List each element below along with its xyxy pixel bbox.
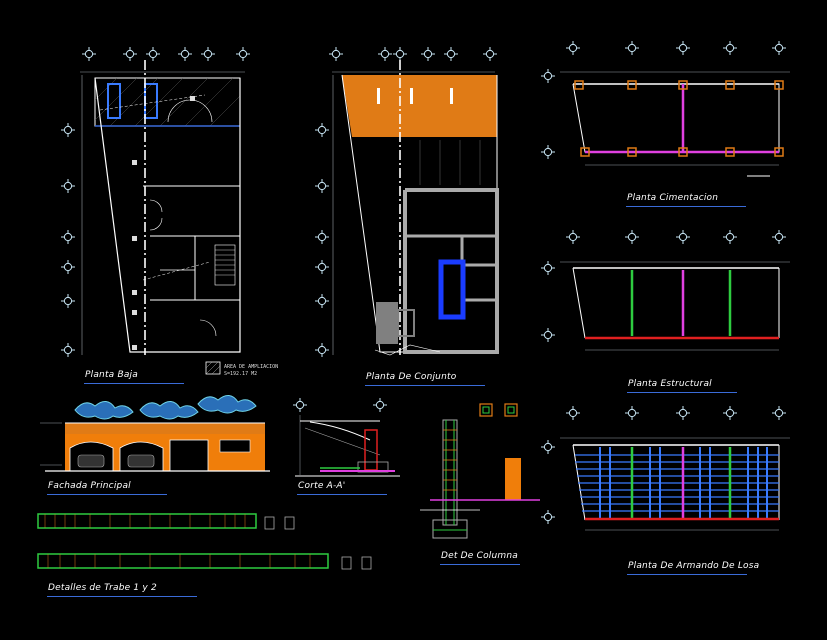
planta-armado-losa-drawing bbox=[540, 405, 790, 531]
blue-block bbox=[438, 259, 466, 320]
fachada-title: Fachada Principal bbox=[48, 481, 131, 491]
axis-bubble-icon bbox=[540, 40, 787, 160]
axis-bubble-icon bbox=[540, 229, 787, 343]
car-icon bbox=[77, 454, 155, 468]
axis-bubble-icon bbox=[540, 405, 787, 525]
det-columna-drawing bbox=[420, 403, 540, 539]
planta-cimentacion-drawing bbox=[540, 40, 790, 177]
planta-cimentacion-title: Planta Cimentacion bbox=[627, 193, 719, 203]
title-underline bbox=[440, 564, 520, 565]
planta-baja-title: Planta Baja bbox=[85, 370, 138, 380]
title-underline bbox=[365, 385, 485, 386]
fachada-drawing bbox=[40, 395, 270, 472]
title-underline bbox=[627, 574, 747, 575]
title-underline bbox=[297, 494, 387, 495]
corte-title: Corte A-A' bbox=[298, 481, 346, 491]
area-ampliacion-label: AREA DE AMPLIACION bbox=[224, 364, 279, 370]
planta-armado-title: Planta De Armando De Losa bbox=[628, 561, 760, 571]
planta-estructural-drawing bbox=[540, 229, 790, 351]
planta-estructural-title: Planta Estructural bbox=[628, 379, 712, 389]
detalles-trabe-title: Detalles de Trabe 1 y 2 bbox=[48, 583, 157, 593]
title-underline bbox=[47, 596, 197, 597]
planta-conjunto-title: Planta De Conjunto bbox=[366, 372, 457, 382]
title-underline bbox=[627, 392, 737, 393]
roof-area bbox=[342, 75, 497, 137]
axis-bubble-icon bbox=[60, 46, 251, 358]
title-underline bbox=[47, 494, 167, 495]
detalles-trabe-drawing bbox=[37, 513, 372, 570]
area-value-label: S=192.17 M2 bbox=[224, 371, 258, 377]
title-underline bbox=[84, 383, 184, 384]
planta-conjunto-drawing bbox=[314, 46, 499, 358]
corte-drawing bbox=[292, 397, 400, 477]
planta-baja-drawing bbox=[60, 46, 251, 375]
det-columna-title: Det De Columna bbox=[441, 551, 518, 561]
title-underline bbox=[626, 206, 746, 207]
